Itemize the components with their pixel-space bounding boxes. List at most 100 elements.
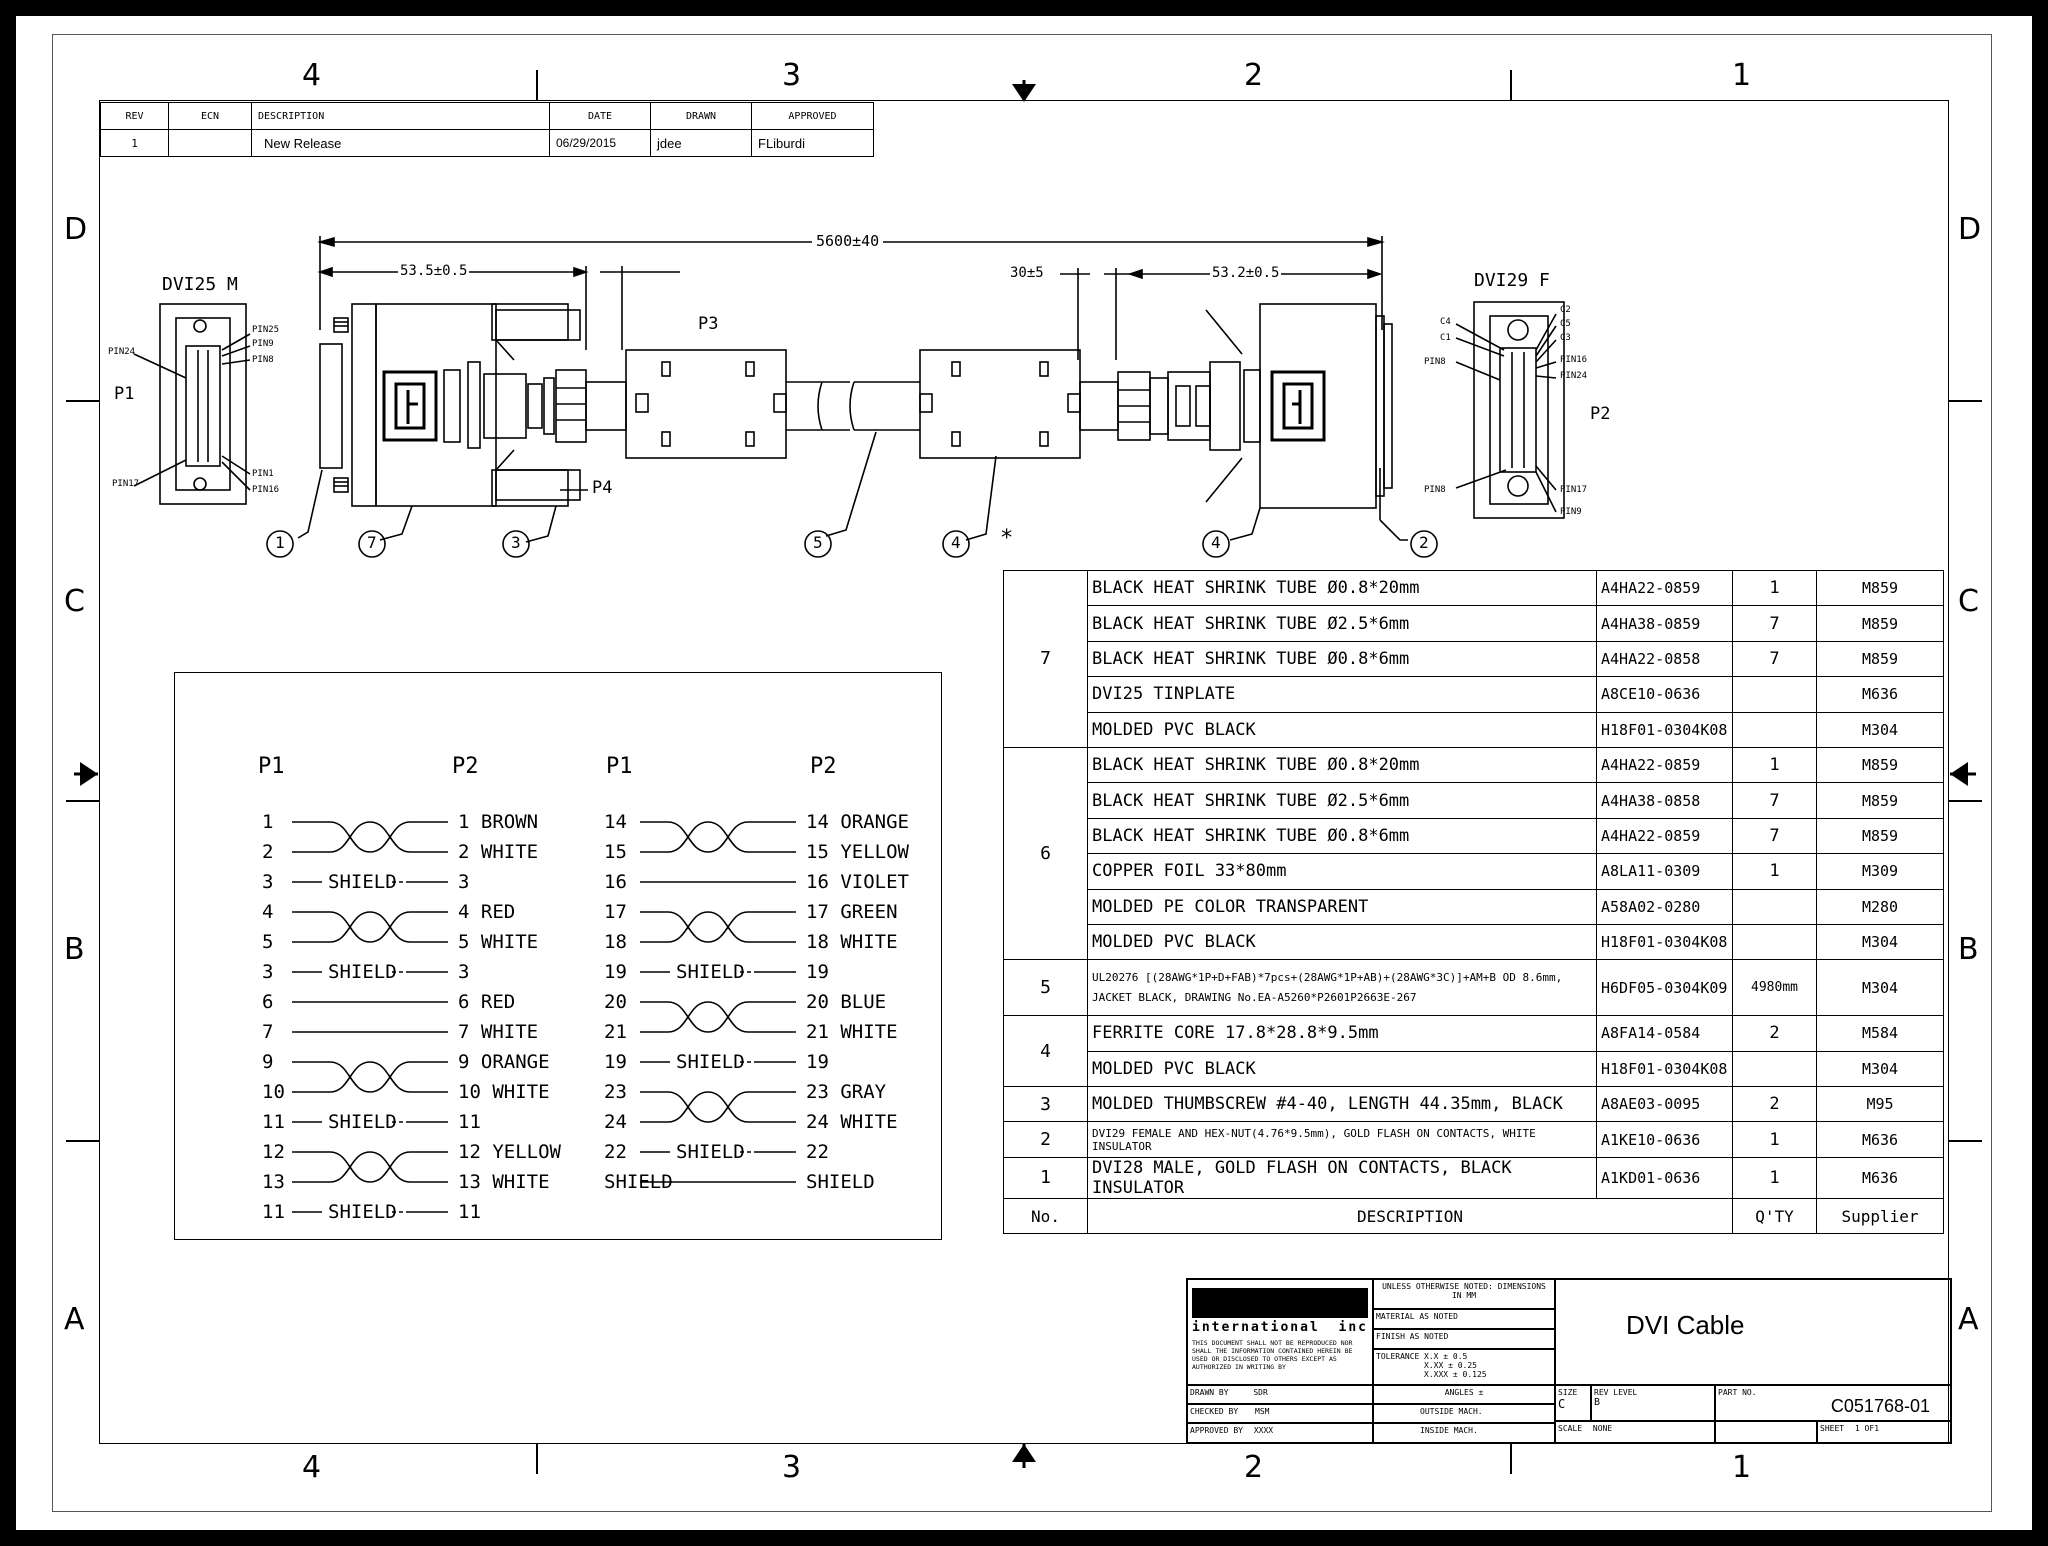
zone-col-top-4: 4 (302, 58, 322, 93)
wire-label: 11 (262, 1111, 285, 1133)
outside-mach-cell: OUTSIDE MACH. (1373, 1404, 1555, 1423)
zone-row-right-c: C (1958, 584, 1979, 619)
wiring-diagram (174, 672, 942, 1240)
wire-label: 1 BROWN (458, 811, 539, 833)
pin-label: PIN24 (1560, 371, 1588, 381)
tolerance-cell: TOLERANCE X.X ± 0.5 X.XX ± 0.25 X.XXX ± … (1373, 1349, 1555, 1385)
confidential-note: THIS DOCUMENT SHALL NOT BE REPRODUCED NO… (1192, 1339, 1353, 1371)
label-p4: P4 (592, 478, 613, 498)
bom-supplier: M636 (1816, 1156, 1944, 1199)
zone-row-left-c: C (64, 584, 85, 619)
wire-label: 23 (604, 1081, 627, 1103)
bom-footer-cell: Q'TY (1732, 1197, 1817, 1235)
pin-label: PIN17 (1560, 485, 1588, 495)
material-cell: MATERIAL AS NOTED (1373, 1309, 1555, 1329)
bom-quantity (1732, 888, 1817, 925)
bom-part-number: A58A02-0280 (1596, 888, 1733, 925)
bom-description: MOLDED PE COLOR TRANSPARENT (1087, 888, 1597, 925)
date-value: 06/29/2015 (549, 129, 651, 157)
zone-row-left-a: A (64, 1302, 85, 1337)
zone-col-bot-2: 2 (1244, 1450, 1264, 1485)
right-dim: 53.2±0.5 (1210, 265, 1282, 281)
bom-supplier: M859 (1816, 605, 1944, 642)
company-logo (1192, 1288, 1368, 1318)
bom-description: DVI25 TINPLATE (1087, 676, 1597, 713)
bom-description: MOLDED THUMBSCREW #4-40, LENGTH 44.35mm,… (1087, 1086, 1597, 1123)
bom-item-number: 1 (1003, 1156, 1088, 1199)
left-connector-title: DVI25 M (162, 274, 238, 295)
bom-supplier: M280 (1816, 888, 1944, 925)
bom-part-number: A4HA22-0859 (1596, 817, 1733, 855)
wire-label: 15 YELLOW (806, 841, 909, 863)
wire-label: 17 GREEN (806, 901, 898, 923)
wire-label: 11 (458, 1201, 481, 1223)
wire-label: 14 (604, 811, 627, 833)
zone-row-right-a: A (1958, 1302, 1979, 1337)
bom-quantity: 1 (1732, 746, 1817, 784)
asterisk-note: * (1000, 526, 1014, 551)
bom-quantity: 7 (1732, 817, 1817, 855)
bom-supplier: M859 (1816, 569, 1944, 607)
bom-supplier: M304 (1816, 711, 1944, 748)
units-note: UNLESS OTHERWISE NOTED: DIMENSIONS IN MM (1373, 1279, 1555, 1309)
wire-label: SHIELD (328, 961, 397, 983)
pin-label: C2 (1560, 305, 1571, 315)
bom-description: MOLDED PVC BLACK (1087, 711, 1597, 748)
zone-col-bot-1: 1 (1732, 1450, 1752, 1485)
overall-length-dim: 5600±40 (812, 234, 884, 249)
pin-label: PIN8 (252, 355, 274, 365)
zone-row-left-d: D (64, 212, 88, 247)
bom-quantity: 2 (1732, 1015, 1817, 1052)
bom-part-number: A4HA22-0859 (1596, 746, 1733, 784)
wire-label: 1 (262, 811, 274, 833)
bom-supplier: M304 (1816, 1050, 1944, 1088)
bom-description: BLACK HEAT SHRINK TUBE Ø0.8*6mm (1087, 640, 1597, 678)
wire-label: 3 (458, 871, 470, 893)
bom-quantity: 2 (1732, 1086, 1817, 1123)
wire-label: 6 RED (458, 991, 516, 1013)
left-dim: 53.5±0.5 (398, 263, 470, 279)
wire-label: 13 WHITE (458, 1171, 550, 1193)
pin-label: PIN17 (112, 479, 140, 489)
wiring-header-p2-left: P2 (452, 754, 479, 779)
wire-label: 16 VIOLET (806, 871, 909, 893)
zone-col-bot-3: 3 (782, 1450, 802, 1485)
balloon-number: 7 (367, 533, 377, 552)
right-small-dim: 30±5 (1010, 265, 1044, 281)
wire-label: SHIELD (676, 1141, 745, 1163)
bom-item-number: 7 (1003, 570, 1088, 748)
wire-label: 17 (604, 901, 627, 923)
company-name: international (1192, 1320, 1320, 1335)
bom-part-number: H6DF05-0304K09 (1596, 959, 1733, 1017)
wire-label: 19 (806, 1051, 829, 1073)
bom-quantity: 7 (1732, 605, 1817, 642)
bom-part-number: H18F01-0304K08 (1596, 1050, 1733, 1088)
bom-item-number: 3 (1003, 1086, 1088, 1123)
bom-quantity: 1 (1732, 1156, 1817, 1199)
balloon-number: 3 (511, 533, 521, 552)
wire-label: 18 (604, 931, 627, 953)
bom-quantity: 7 (1732, 640, 1817, 678)
bom-supplier: M636 (1816, 1121, 1944, 1158)
bom-quantity (1732, 711, 1817, 748)
rev-header: REV (100, 102, 169, 130)
blank-cell (1715, 1421, 1817, 1443)
wire-label: SHIELD (328, 1201, 397, 1223)
wire-label: 22 (806, 1141, 829, 1163)
finish-cell: FINISH AS NOTED (1373, 1329, 1555, 1349)
wire-label: SHIELD (328, 1111, 397, 1133)
balloon-number: 2 (1419, 533, 1429, 552)
bom-item-number: 5 (1003, 959, 1088, 1017)
pin-label: PIN16 (252, 485, 280, 495)
bom-supplier: M859 (1816, 817, 1944, 855)
pin-label: C5 (1560, 319, 1571, 329)
